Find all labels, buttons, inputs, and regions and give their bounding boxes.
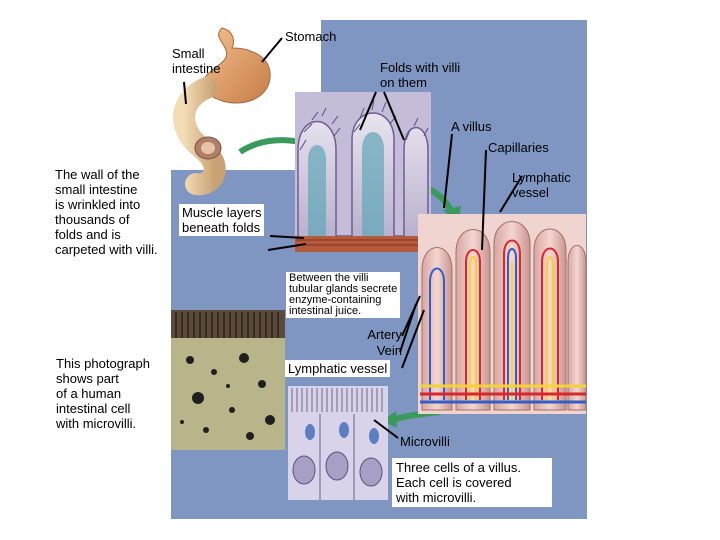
photograph-description-label: This photograph shows part of a human in… [56, 356, 150, 431]
folds-with-villi-label: Folds with villi on them [380, 60, 461, 90]
wall-description-label: The wall of the small intestine is wrink… [52, 166, 161, 258]
muscle-layers-label: Muscle layers beneath folds [179, 204, 265, 236]
stomach-label: Stomach [285, 29, 337, 44]
microvilli-label: Microvilli [400, 434, 450, 449]
three-cells-label: Three cells of a villus. Each cell is co… [392, 458, 552, 507]
vein-label: Vein [376, 343, 402, 358]
tubular-glands-label: Between the villi tubular glands secrete… [286, 272, 401, 318]
lymphatic-vessel-top-label: Lymphatic vessel [512, 170, 571, 200]
vessel-network [420, 384, 586, 404]
muscle-layer [295, 236, 431, 252]
lymphatic-vessel-bottom-label: Lymphatic vessel [285, 360, 391, 377]
arrow-to-folds [238, 137, 301, 155]
small-intestine-label: Small intestine [172, 46, 221, 76]
stomach-organ [203, 27, 271, 104]
artery-label: Artery [367, 327, 402, 342]
leader-lines [183, 37, 523, 439]
a-villus-label: A villus [451, 119, 492, 134]
capillaries-label: Capillaries [488, 140, 549, 155]
